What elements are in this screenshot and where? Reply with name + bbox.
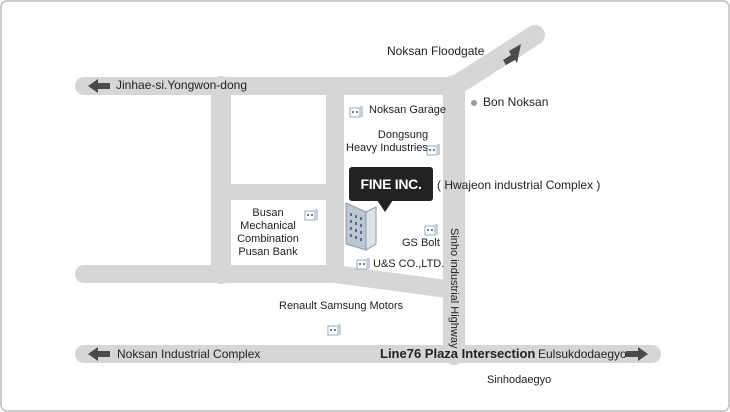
label-sinhodaegyo: Sinhodaegyo <box>487 374 552 386</box>
label-noksan-garage: Noksan Garage <box>369 104 447 116</box>
arrow-right-icon <box>626 347 648 361</box>
company-name: FINE INC. <box>360 176 422 192</box>
building-icon <box>426 144 440 156</box>
building-icon <box>349 106 363 118</box>
location-dot-icon <box>471 100 477 106</box>
label-busan-line1: Busan <box>252 207 284 219</box>
label-hwajeon: ( Hwajeon industrial Complex ) <box>437 178 601 192</box>
building-icon <box>424 224 438 236</box>
label-line76: Line76 Plaza Intersection <box>380 346 536 361</box>
company-building-icon <box>345 202 377 251</box>
building-icon <box>327 324 341 336</box>
building-icon <box>304 209 318 221</box>
road-floodgate <box>445 25 545 96</box>
label-busan-line2: Mechanical <box>240 220 296 232</box>
label-eulsuk: Eulsukdodaegyo <box>538 347 627 361</box>
label-dongsung-line1: Dongsung <box>377 129 429 141</box>
road-lower-curve <box>75 265 463 299</box>
label-jinhae: Jinhae-si.Yongwon-dong <box>116 78 247 92</box>
arrow-left-icon <box>88 79 110 93</box>
label-renault: Renault Samsung Motors <box>279 300 404 312</box>
road-network <box>75 25 661 365</box>
building-icon <box>356 258 370 270</box>
company-callout-pointer <box>377 200 393 212</box>
label-busan-line4: Pusan Bank <box>238 246 298 258</box>
label-noksan-floodgate: Noksan Floodgate <box>387 44 485 58</box>
company-callout <box>349 167 433 201</box>
label-busan-line3: Combination <box>237 233 299 245</box>
label-sinho-highway: Sinho industrial Highway <box>448 228 460 349</box>
label-gs-bolt: GS Bolt <box>402 237 440 249</box>
label-noksan-complex: Noksan Industrial Complex <box>117 347 261 361</box>
label-dongsung-line2: Heavy Industries <box>346 142 428 154</box>
arrow-up-right-icon <box>503 44 521 65</box>
label-bon-noksan: Bon Noksan <box>483 95 549 109</box>
arrow-left-icon <box>88 347 110 361</box>
label-us-co: U&S CO.,LTD. <box>373 258 445 270</box>
